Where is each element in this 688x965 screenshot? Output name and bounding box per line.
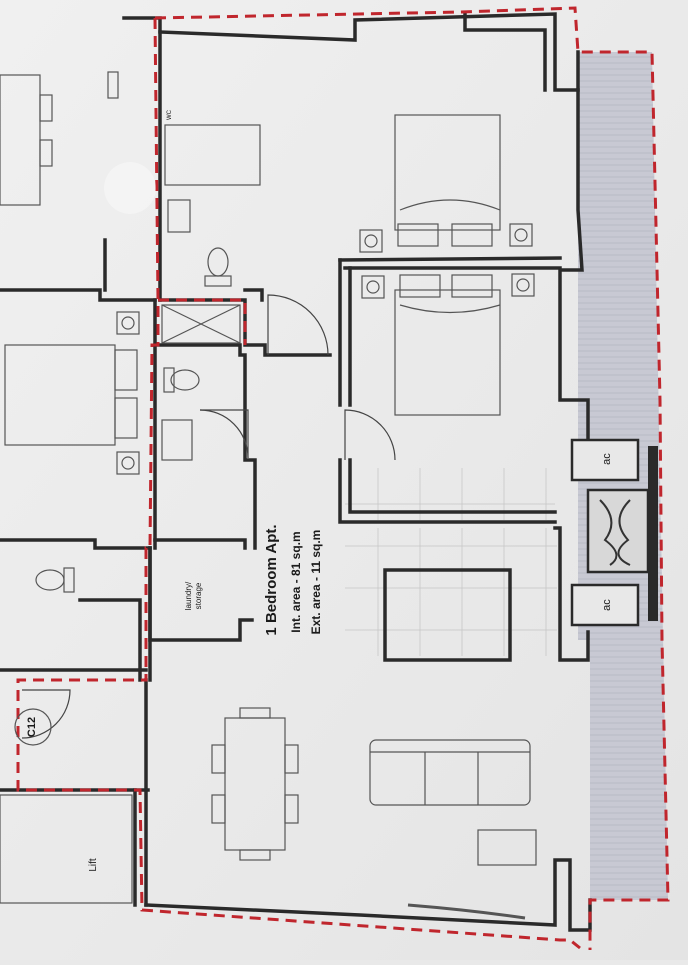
common-area-tag: C12 [26,716,38,738]
dining-chairs [211,707,299,861]
sink-bathroom [161,419,193,461]
sofa [369,739,531,806]
bed-neighbour-pillow [114,349,138,391]
ac-unit-bottom [570,583,640,627]
bed-neighbour [4,344,116,446]
external-area-label: Ext. area - 11 sq.m [309,529,323,635]
furniture [0,71,658,920]
walls [0,12,592,932]
ac-label-bottom: ac [601,599,613,611]
bed-neighbour-pillow-2 [114,397,138,439]
bed-second-sheet [399,304,501,314]
internal-area-label: Int. area - 81 sq.m [289,531,303,633]
coffee-table [477,829,537,866]
bed-second [394,289,501,416]
bed-master-pillow [397,223,439,247]
lift-shaft [0,794,133,904]
lift-label: Lift [88,858,99,872]
bed-second-pillow [399,274,441,298]
shower [161,304,241,344]
apartment-title: 1 Bedroom Apt. [263,524,280,636]
wc-tag: WC [167,110,173,120]
watermark-logo [104,162,156,214]
kitchen-tiles [345,528,557,656]
bed-master-sheet [399,199,501,211]
nightstands [116,223,535,475]
ac-label-top: ac [601,453,613,465]
terrace-railing [648,446,658,621]
laundry-label-line2: storage [194,582,203,610]
bed-master [394,114,501,231]
door-swings [21,294,396,739]
bed-second-pillow-2 [451,274,493,298]
bed-master-pillow-2 [451,223,493,247]
sink-wc [167,199,191,233]
toilet-bathroom [170,369,200,391]
apartment-boundary [16,6,670,950]
c12-marker [14,708,52,746]
ac-unit-top [570,438,640,482]
wardrobe [164,124,261,186]
planter [586,488,650,574]
